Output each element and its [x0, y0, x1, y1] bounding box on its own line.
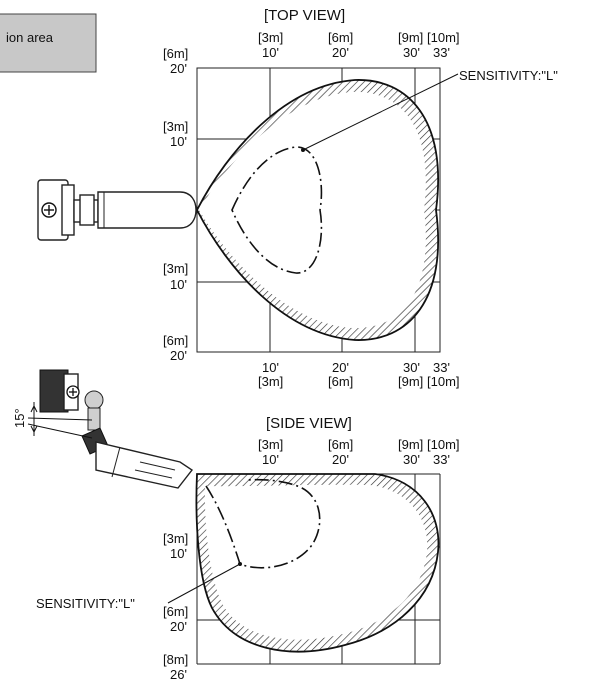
top-view-leader-line [302, 73, 459, 151]
left-axis-tick-m: [6m] [163, 333, 188, 348]
top-view-title: [TOP VIEW] [264, 7, 345, 24]
top-axis-tick-ft: 33' [433, 452, 450, 467]
side-view-inner-area [204, 484, 428, 640]
top-axis-tick-m: [6m] [328, 30, 353, 45]
top-axis-tick-ft: 30' [403, 45, 420, 60]
bottom-axis-tick-m: [3m] [258, 374, 283, 389]
left-axis-tick-m: [3m] [163, 119, 188, 134]
left-axis-tick-ft: 10' [170, 277, 187, 292]
left-axis-tick-m: [6m] [163, 604, 188, 619]
left-axis-tick-ft: 20' [170, 348, 187, 363]
top-view-left-axis: [6m] 20' [3m] 10' [3m] 10' [6m] 20' [163, 46, 188, 363]
bottom-axis-tick-ft: 20' [332, 360, 349, 375]
side-view-title: [SIDE VIEW] [266, 415, 352, 432]
left-axis-tick-ft: 20' [170, 619, 187, 634]
top-view-inner-area [199, 91, 426, 329]
top-view-sensitivity-label: SENSITIVITY:"L" [459, 68, 558, 83]
top-view-sensitivity-contour [231, 146, 323, 274]
top-axis-tick-ft: 33' [433, 45, 450, 60]
bottom-axis-tick-ft: 33' [433, 360, 450, 375]
top-axis-tick-ft: 20' [332, 452, 349, 467]
bottom-axis-tick-ft: 10' [262, 360, 279, 375]
top-view-bottom-axis: 10' [3m] 20' [6m] 30' [9m] 33' [10m] [258, 360, 460, 389]
top-axis-tick-m: [10m] [427, 30, 460, 45]
bottom-axis-tick-m: [9m] [398, 374, 423, 389]
sensor-side-view-icon [39, 369, 194, 489]
top-axis-tick-m: [10m] [427, 437, 460, 452]
side-view-left-axis: [3m] 10' [6m] 20' [8m] 26' [163, 531, 188, 682]
left-axis-tick-m: [3m] [163, 531, 188, 546]
bottom-axis-tick-ft: 30' [403, 360, 420, 375]
side-view-diagram: [SIDE VIEW] SENSITIVITY:"L" [3m] 10' [6m… [12, 369, 460, 682]
top-axis-tick-m: [6m] [328, 437, 353, 452]
left-axis-tick-ft: 10' [170, 134, 187, 149]
top-axis-tick-m: [3m] [258, 30, 283, 45]
side-view-sensitivity-contour [205, 478, 321, 569]
side-view-top-axis: [3m] 10' [6m] 20' [9m] 30' [10m] 33' [258, 437, 460, 467]
top-axis-tick-m: [3m] [258, 437, 283, 452]
top-axis-tick-ft: 20' [332, 45, 349, 60]
top-axis-tick-m: [9m] [398, 30, 423, 45]
top-view-diagram: [TOP VIEW] SENSITIVITY:"L" [3m] 10' [6m]… [37, 7, 558, 389]
top-axis-tick-ft: 30' [403, 452, 420, 467]
bottom-axis-tick-m: [10m] [427, 374, 460, 389]
top-axis-tick-m: [9m] [398, 437, 423, 452]
tilt-angle-label: 15° [12, 408, 27, 428]
side-view-sensitivity-label: SENSITIVITY:"L" [36, 596, 135, 611]
bottom-axis-tick-m: [6m] [328, 374, 353, 389]
left-axis-tick-m: [8m] [163, 652, 188, 667]
note-box-text: ion area [6, 30, 54, 45]
side-view-leader-line [167, 563, 241, 604]
top-axis-tick-ft: 10' [262, 452, 279, 467]
note-box: ion area [0, 13, 97, 73]
top-view-top-axis: [3m] 10' [6m] 20' [9m] 30' [10m] 33' [258, 30, 460, 60]
tilt-angle-indicator: 15° [12, 402, 93, 439]
left-axis-tick-ft: 26' [170, 667, 187, 682]
sensor-top-view-icon [37, 179, 197, 241]
left-axis-tick-m: [6m] [163, 46, 188, 61]
left-axis-tick-ft: 20' [170, 61, 187, 76]
left-axis-tick-m: [3m] [163, 261, 188, 276]
top-axis-tick-ft: 10' [262, 45, 279, 60]
left-axis-tick-ft: 10' [170, 546, 187, 561]
